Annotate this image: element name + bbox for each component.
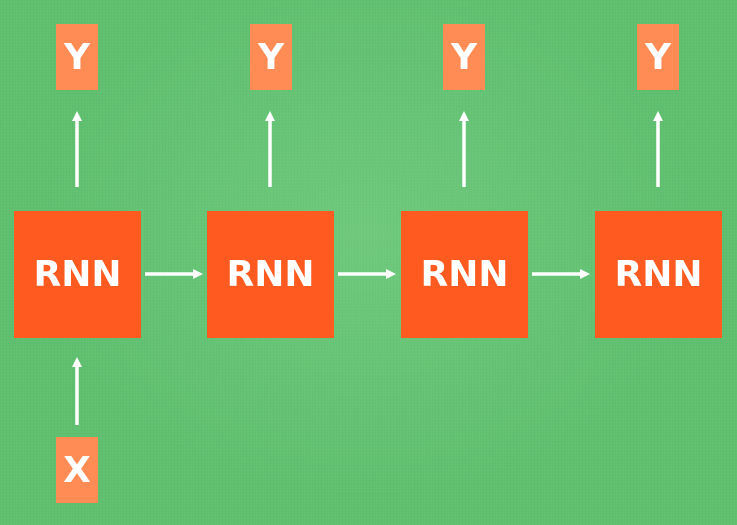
rnn-cell-1: RNN xyxy=(14,211,141,338)
rnn-cell-2: RNN xyxy=(207,211,334,338)
rnn-cell-3: RNN xyxy=(401,211,528,338)
output-y-2: Y xyxy=(250,24,292,90)
output-y-4: Y xyxy=(637,24,679,90)
output-y-3: Y xyxy=(443,24,485,90)
output-y-1: Y xyxy=(56,24,98,90)
input-x: X xyxy=(56,437,98,503)
rnn-cell-4: RNN xyxy=(595,211,722,338)
